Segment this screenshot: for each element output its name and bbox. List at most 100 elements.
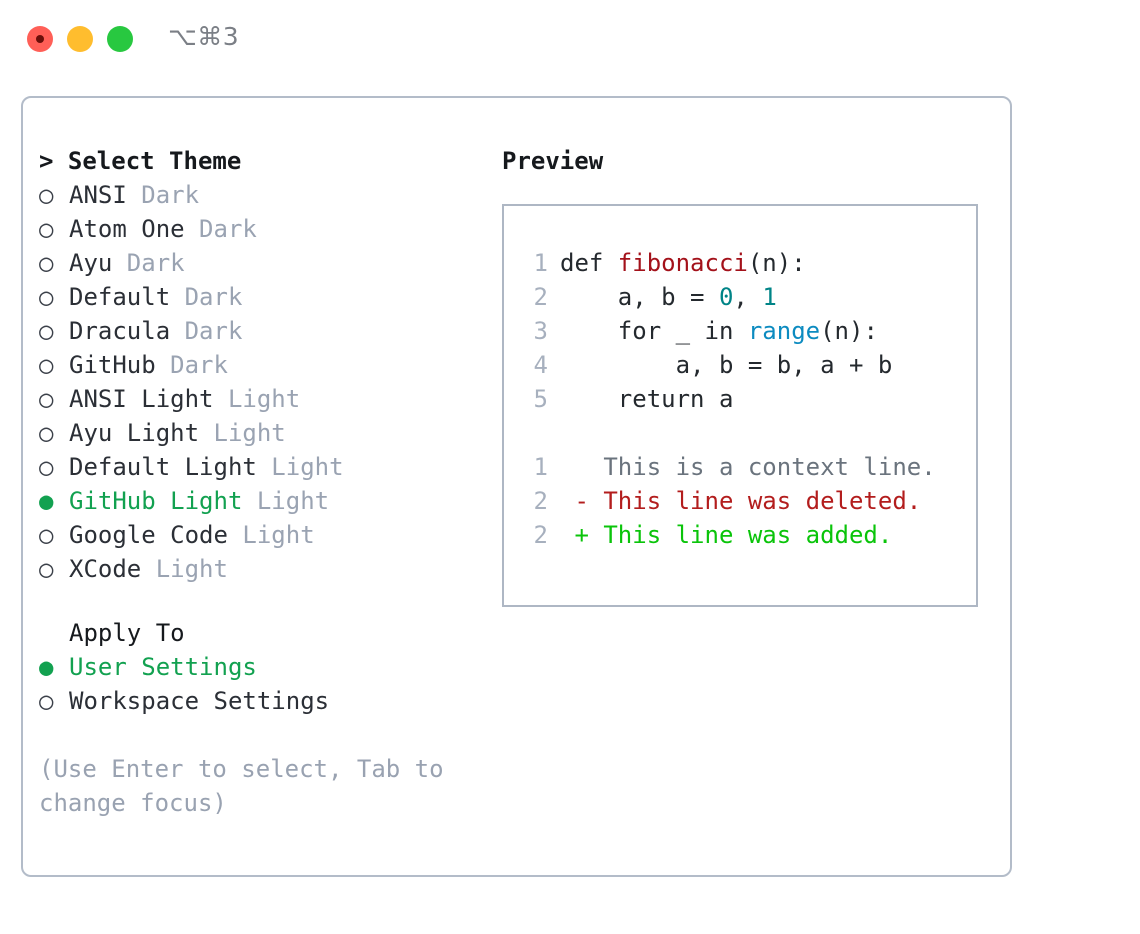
- radio-unselected-icon: ○: [39, 283, 68, 311]
- theme-option-atom-one[interactable]: ○ Atom One Dark: [39, 212, 479, 246]
- radio-unselected-icon: ○: [39, 385, 68, 413]
- theme-option-default-light[interactable]: ○ Default Light Light: [39, 450, 479, 484]
- title-bar: ⌥⌘3: [0, 0, 1140, 78]
- diff-line-text: This is a context line.: [560, 453, 936, 481]
- diff-line-del: 2 - This line was deleted.: [504, 484, 976, 518]
- radio-unselected-icon: ○: [39, 181, 68, 209]
- theme-option-kind: Dark: [170, 317, 243, 345]
- theme-option-label: Atom One: [69, 215, 185, 243]
- diff-line-text: + This line was added.: [560, 521, 893, 549]
- code-token-num: 0: [718, 283, 734, 311]
- theme-option-label: XCode: [69, 555, 142, 583]
- select-theme-heading: > Select Theme: [39, 144, 479, 178]
- code-token-plain: def: [560, 249, 618, 277]
- theme-selector-column: > Select Theme ○ ANSI Dark○ Atom One Dar…: [39, 144, 479, 820]
- apply-option-user-settings[interactable]: ● User Settings: [39, 650, 479, 684]
- code-token-plain: a, b = b, a + b: [560, 351, 893, 379]
- code-token-plain: a, b =: [560, 283, 719, 311]
- caret-marker: >: [39, 147, 68, 175]
- diff-line-add: 2 + This line was added.: [504, 518, 976, 552]
- radio-unselected-icon: ○: [39, 317, 68, 345]
- theme-option-kind: Dark: [184, 215, 257, 243]
- content-panel: > Select Theme ○ ANSI Dark○ Atom One Dar…: [21, 96, 1012, 877]
- code-line: 5 return a: [504, 382, 976, 416]
- preview-heading: Preview: [502, 147, 604, 175]
- diff-line-number: 2: [533, 521, 548, 549]
- section-spacer: [39, 586, 479, 616]
- code-token-plain: (n):: [820, 317, 878, 345]
- theme-option-kind: Dark: [155, 351, 228, 379]
- radio-unselected-icon: ○: [39, 215, 68, 243]
- theme-option-label: Dracula: [69, 317, 171, 345]
- code-token-num: 1: [762, 283, 777, 311]
- radio-unselected-icon: ○: [39, 521, 68, 549]
- theme-option-kind: Light: [256, 453, 344, 481]
- theme-option-label: Ayu Light: [69, 419, 200, 447]
- diff-sample: 1 This is a context line.2 - This line w…: [504, 450, 976, 552]
- theme-option-kind: Light: [213, 385, 301, 413]
- apply-option-label: User Settings: [69, 653, 257, 681]
- radio-selected-icon: ●: [39, 487, 68, 515]
- theme-option-github[interactable]: ○ GitHub Dark: [39, 348, 479, 382]
- keyboard-shortcut-label: ⌥⌘3: [168, 22, 240, 51]
- theme-option-ansi[interactable]: ○ ANSI Dark: [39, 178, 479, 212]
- close-button[interactable]: [27, 26, 53, 52]
- code-line: 4 a, b = b, a + b: [504, 348, 976, 382]
- theme-option-kind: Light: [227, 521, 315, 549]
- code-line: 3 for _ in range(n):: [504, 314, 976, 348]
- theme-option-label: Default: [69, 283, 171, 311]
- code-line-number: 3: [533, 317, 548, 345]
- theme-option-label: Google Code: [69, 521, 228, 549]
- radio-unselected-icon: ○: [39, 453, 68, 481]
- diff-line-number: 2: [533, 487, 548, 515]
- maximize-button[interactable]: [107, 26, 133, 52]
- theme-option-label: Default Light: [69, 453, 257, 481]
- hint-text: (Use Enter to select, Tab to change focu…: [39, 755, 444, 817]
- radio-unselected-icon: ○: [39, 249, 68, 277]
- code-line-number: 5: [533, 385, 548, 413]
- apply-to-heading: Apply To: [69, 619, 185, 647]
- theme-option-kind: Light: [199, 419, 286, 447]
- apply-to-list: ● User Settings○ Workspace Settings: [39, 650, 479, 718]
- apply-option-workspace-settings[interactable]: ○ Workspace Settings: [39, 684, 479, 718]
- theme-option-kind: Dark: [126, 181, 200, 209]
- theme-option-github-light[interactable]: ● GitHub Light Light: [39, 484, 479, 518]
- theme-option-google-code[interactable]: ○ Google Code Light: [39, 518, 479, 552]
- diff-line-text: - This line was deleted.: [560, 487, 922, 515]
- code-line: 2 a, b = 0, 1: [504, 280, 976, 314]
- theme-option-label: ANSI: [69, 181, 127, 209]
- theme-option-ayu[interactable]: ○ Ayu Dark: [39, 246, 479, 280]
- theme-option-kind: Dark: [112, 249, 185, 277]
- code-line-number: 1: [533, 249, 548, 277]
- theme-option-dracula[interactable]: ○ Dracula Dark: [39, 314, 479, 348]
- diff-line-number: 1: [533, 453, 548, 481]
- diff-line-ctx: 1 This is a context line.: [504, 450, 976, 484]
- radio-unselected-icon: ○: [39, 419, 68, 447]
- theme-option-default[interactable]: ○ Default Dark: [39, 280, 479, 314]
- code-token-call: range: [747, 317, 821, 345]
- theme-option-kind: Light: [242, 487, 330, 515]
- code-token-fn: fibonacci: [617, 249, 748, 277]
- theme-option-xcode[interactable]: ○ XCode Light: [39, 552, 479, 586]
- minimize-button[interactable]: [67, 26, 93, 52]
- theme-option-ayu-light[interactable]: ○ Ayu Light Light: [39, 416, 479, 450]
- apply-option-label: Workspace Settings: [69, 687, 330, 715]
- preview-spacer: [504, 416, 976, 450]
- window-controls: [27, 26, 133, 52]
- code-token-plain: ,: [733, 283, 763, 311]
- theme-option-label: Ayu: [69, 249, 113, 277]
- radio-unselected-icon: ○: [39, 687, 68, 715]
- select-theme-heading-label: Select Theme: [67, 147, 242, 175]
- theme-option-ansi-light[interactable]: ○ ANSI Light Light: [39, 382, 479, 416]
- code-line-number: 2: [533, 283, 548, 311]
- theme-option-label: GitHub: [69, 351, 156, 379]
- code-line-number: 4: [533, 351, 548, 379]
- theme-list: ○ ANSI Dark○ Atom One Dark○ Ayu Dark○ De…: [39, 178, 479, 586]
- theme-option-label: ANSI Light: [69, 385, 214, 413]
- theme-option-kind: Light: [141, 555, 228, 583]
- radio-unselected-icon: ○: [39, 555, 68, 583]
- code-token-plain: return a: [560, 385, 734, 413]
